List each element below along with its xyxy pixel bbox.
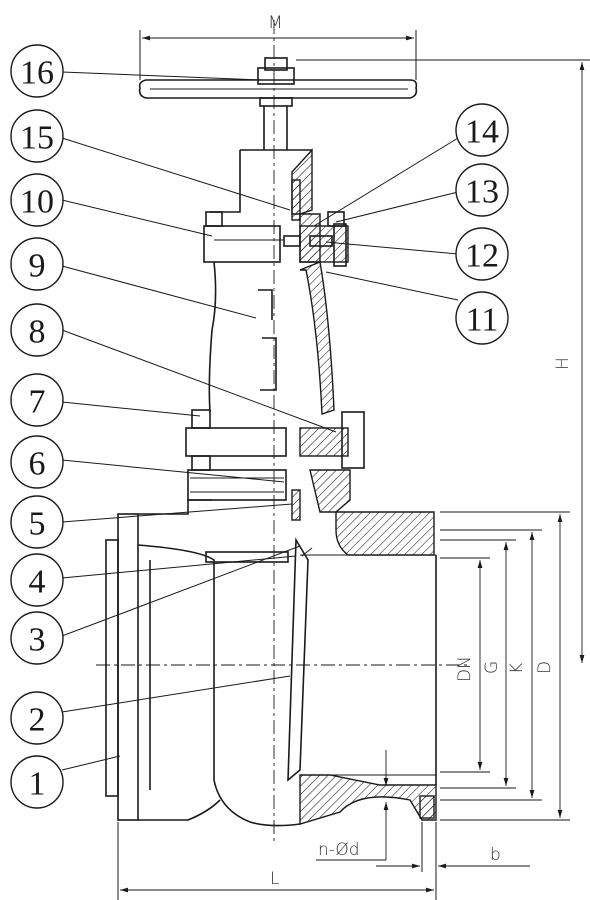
callout-15: 15 [10,109,64,163]
svg-text:15: 15 [20,120,54,157]
callout-4: 4 [10,553,64,607]
dim-label-M: M [268,13,283,33]
svg-text:7: 7 [29,384,46,421]
svg-text:4: 4 [29,564,46,601]
callout-3: 3 [10,611,64,665]
yoke-body [208,261,335,415]
handwheel [138,57,418,107]
dim-label-L: L [270,869,279,889]
svg-text:8: 8 [29,314,46,351]
svg-text:9: 9 [29,248,46,285]
callout-6: 6 [10,435,64,489]
callout-2: 2 [10,691,64,745]
svg-text:2: 2 [29,702,46,739]
dim-label-DN: DN [455,656,475,682]
stem [263,106,288,150]
callout-14: 14 [455,103,509,157]
svg-text:12: 12 [465,238,499,275]
svg-text:10: 10 [20,184,54,221]
svg-text:6: 6 [29,446,46,483]
dim-label-b: b [490,845,501,865]
svg-text:16: 16 [20,55,54,92]
svg-text:14: 14 [465,114,499,151]
svg-text:1: 1 [29,766,46,803]
callout-7: 7 [10,373,64,427]
bonnet [203,148,349,267]
leader-lines [61,71,459,771]
svg-text:11: 11 [466,302,499,339]
dim-label-K: K [507,663,527,674]
callout-16: 16 [10,44,64,98]
callout-13: 13 [455,163,509,217]
dim-label-n-d: n-Ød [318,840,360,860]
callout-10: 10 [10,173,64,227]
callout-11: 11 [455,291,509,345]
callout-8: 8 [10,303,64,357]
dim-label-H: H [553,357,573,370]
callout-12: 12 [455,227,509,281]
svg-text:13: 13 [465,174,499,211]
valve-body [105,489,437,827]
callout-5: 5 [10,495,64,549]
dim-label-G: G [482,661,502,674]
svg-text:3: 3 [29,622,46,659]
dimension-lines [117,30,590,900]
svg-text:5: 5 [29,506,46,543]
dim-label-D: D [535,661,555,674]
callout-9: 9 [10,237,64,291]
body-bonnet-flange [185,409,365,513]
callout-1: 1 [10,755,64,809]
